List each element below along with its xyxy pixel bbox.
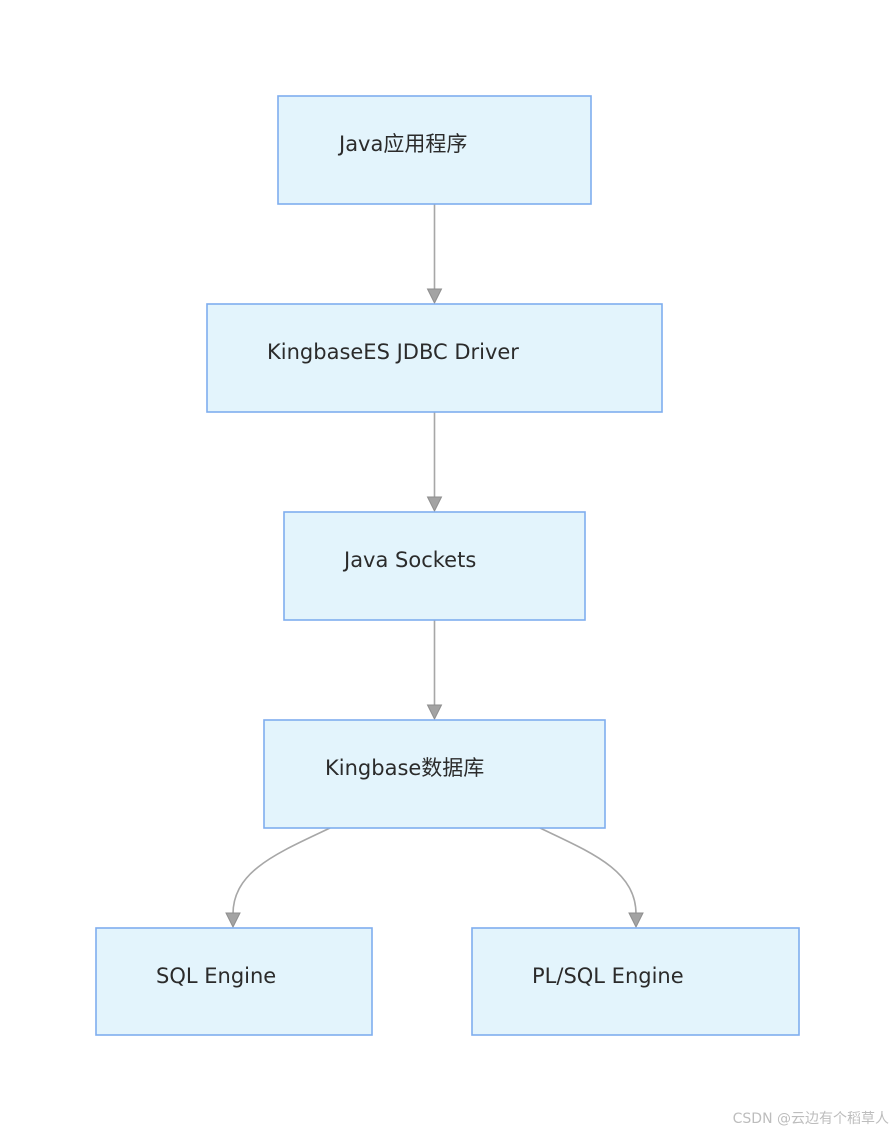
arrowhead-sql-engine <box>225 912 241 929</box>
node-java-app-label: Java应用程序 <box>337 132 467 156</box>
node-sql-engine: SQL Engine <box>95 927 373 1036</box>
node-kingbase-db-label: Kingbase数据库 <box>325 756 484 780</box>
arrowhead-plsql-engine <box>628 912 644 929</box>
edges <box>225 204 644 929</box>
edge-kingbase-db-to-sql-engine <box>232 827 331 915</box>
node-sql-engine-label: SQL Engine <box>156 964 276 988</box>
csdn-watermark: CSDN @云边有个稻草人 <box>732 1111 889 1127</box>
node-java-sockets: Java Sockets <box>283 511 586 621</box>
node-kingbase-db: Kingbase数据库 <box>263 719 606 829</box>
node-jdbc-driver-label: KingbaseES JDBC Driver <box>267 340 519 364</box>
node-plsql-engine-label: PL/SQL Engine <box>532 964 684 988</box>
arrowhead-java-sockets <box>426 496 443 513</box>
arrowhead-kingbase-db <box>426 704 443 721</box>
node-java-app: Java应用程序 <box>277 95 592 205</box>
node-jdbc-driver: KingbaseES JDBC Driver <box>206 303 663 413</box>
arrowhead-jdbc-driver <box>426 288 443 305</box>
node-java-sockets-label: Java Sockets <box>342 548 476 572</box>
node-plsql-engine: PL/SQL Engine <box>471 927 800 1036</box>
edge-kingbase-db-to-plsql-engine <box>539 827 637 915</box>
